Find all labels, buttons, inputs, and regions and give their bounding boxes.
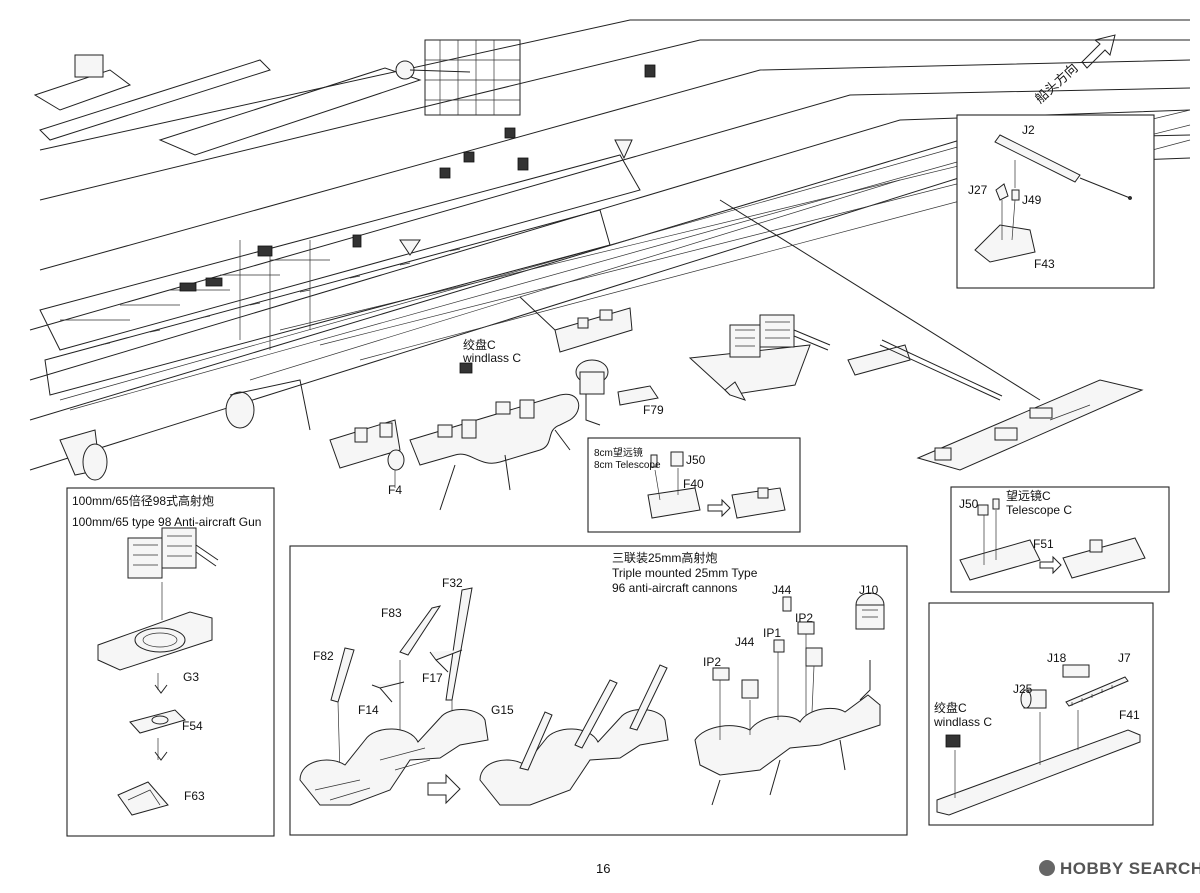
label-j27: J27 bbox=[968, 183, 988, 197]
label-j18: J18 bbox=[1047, 651, 1067, 665]
bow-direction-arrow-icon bbox=[1081, 34, 1116, 69]
aa-platform-main bbox=[409, 393, 580, 511]
label-windlass-en-main: windlass C bbox=[462, 351, 521, 365]
platform-f4 bbox=[329, 419, 405, 488]
label-f82: F82 bbox=[313, 649, 334, 663]
director-j10-main bbox=[575, 359, 609, 426]
main-gun-mount bbox=[688, 314, 831, 401]
inset-j2 bbox=[956, 114, 1155, 289]
windlass-part-main bbox=[459, 362, 473, 374]
label-g3: G3 bbox=[183, 670, 199, 684]
label-f83: F83 bbox=[381, 606, 402, 620]
label-aa-title-en-1: Triple mounted 25mm Type bbox=[612, 566, 758, 580]
label-f79: F79 bbox=[643, 403, 664, 417]
label-j49: J49 bbox=[1022, 193, 1042, 207]
label-f17: F17 bbox=[422, 671, 443, 685]
label-ip2-left: IP2 bbox=[703, 655, 721, 669]
label-windlass-zh-box: 绞盘C bbox=[934, 700, 967, 715]
label-j44: J44 bbox=[735, 635, 755, 649]
inset-telescope-c bbox=[950, 486, 1170, 593]
aa-box bbox=[289, 545, 908, 836]
label-j25: J25 bbox=[1013, 682, 1033, 696]
process-arrow-icon bbox=[707, 498, 731, 518]
label-j50-8cm: J50 bbox=[686, 453, 706, 467]
label-aa-title-zh: 三联装25mm高射炮 bbox=[612, 550, 717, 565]
label-telescope-8cm-en: 8cm Telescope bbox=[594, 460, 661, 471]
label-j50-c: J50 bbox=[959, 497, 979, 511]
label-j10: J10 bbox=[859, 583, 879, 597]
page-number: 16 bbox=[596, 861, 610, 876]
label-f41: F41 bbox=[1119, 708, 1140, 722]
label-windlass-en-box: windlass C bbox=[933, 715, 992, 729]
label-f4: F4 bbox=[388, 483, 402, 497]
label-f32: F32 bbox=[442, 576, 463, 590]
watermark-text: HOBBY SEARCH bbox=[1060, 859, 1200, 878]
label-f40: F40 bbox=[683, 477, 704, 491]
deck-gun-barrel bbox=[847, 339, 1003, 401]
inset-telescope-8cm bbox=[587, 437, 801, 533]
label-telescope-8cm-zh: 8cm望远镜 bbox=[594, 446, 643, 459]
label-aa-title-en-2: 96 anti-aircraft cannons bbox=[612, 581, 737, 595]
label-j44-top: J44 bbox=[772, 583, 792, 597]
label-windlass-zh-main: 绞盘C bbox=[463, 337, 496, 352]
label-telescope-c-zh: 望远镜C bbox=[1006, 488, 1051, 503]
label-f54: F54 bbox=[182, 719, 203, 733]
label-g15: G15 bbox=[491, 703, 514, 717]
process-arrow-icon bbox=[1039, 555, 1062, 575]
label-f63: F63 bbox=[184, 789, 205, 803]
process-arrow-icon bbox=[427, 773, 461, 805]
label-gun-title-en: 100mm/65 type 98 Anti-aircraft Gun bbox=[72, 515, 261, 529]
label-f14: F14 bbox=[358, 703, 379, 717]
label-f51: F51 bbox=[1033, 537, 1054, 551]
bow-direction-label: 船头方向 bbox=[1032, 60, 1081, 106]
windlass-box bbox=[928, 602, 1154, 826]
small-deck-platform bbox=[519, 296, 633, 353]
part-f79 bbox=[617, 385, 659, 406]
watermark-logo: HOBBY SEARCH bbox=[1039, 859, 1200, 878]
label-gun-title-zh: 100mm/65倍径98式高射炮 bbox=[72, 493, 214, 508]
stern-deck bbox=[719, 199, 1144, 471]
label-ip1: IP1 bbox=[763, 626, 781, 640]
gun-box bbox=[66, 487, 275, 837]
label-j2: J2 bbox=[1022, 123, 1035, 137]
label-j7: J7 bbox=[1118, 651, 1131, 665]
watermark-icon bbox=[1039, 860, 1055, 876]
label-telescope-c-en: Telescope C bbox=[1006, 503, 1072, 517]
label-f43: F43 bbox=[1034, 257, 1055, 271]
bow-direction: 船头方向 bbox=[1032, 34, 1116, 106]
label-ip2-right: IP2 bbox=[795, 611, 813, 625]
